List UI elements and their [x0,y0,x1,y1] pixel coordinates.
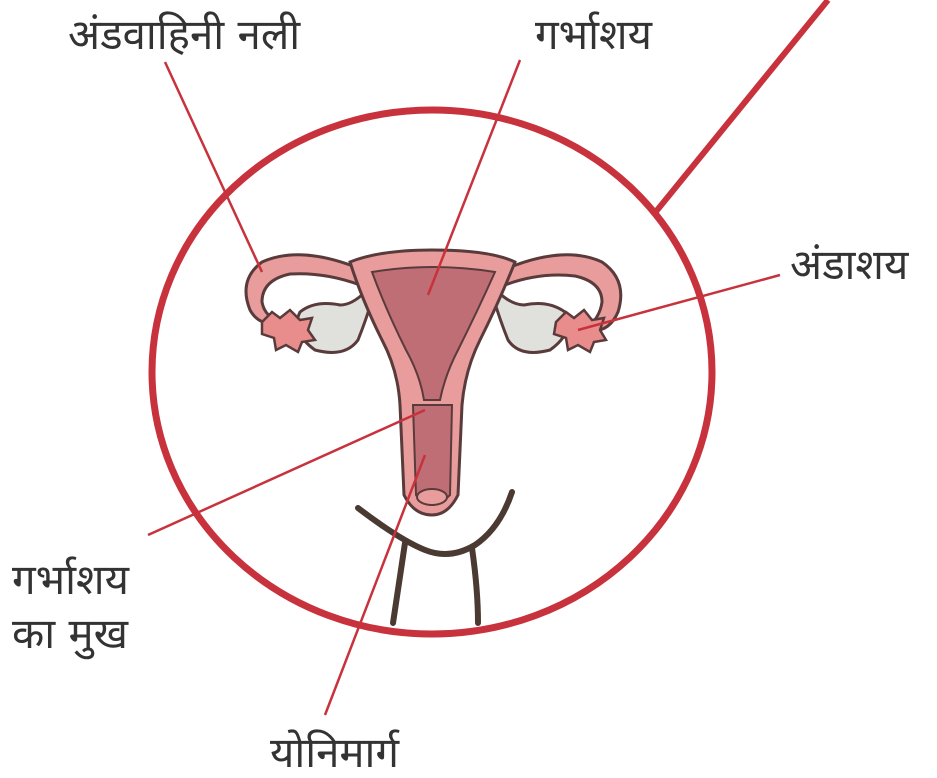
label-cervix-line1: गर्भाशय [12,553,129,607]
cervical-opening [417,489,447,505]
leader-fallopian-tube [165,62,262,272]
leader-cervix [148,410,425,535]
label-cervix: गर्भाशय का मुख [12,553,129,661]
label-uterus: गर्भाशय [535,10,652,60]
label-cervix-line2: का मुख [12,607,129,661]
label-fallopian-tube: अंडवाहिनी नली [68,10,300,60]
leader-vagina [325,455,425,715]
zoom-pointer-line [654,0,828,214]
label-ovary: अंडाशय [790,240,908,290]
vaginal-opening-right-line [472,548,478,623]
label-vagina: योनिमार्ग [270,728,399,778]
vaginal-opening-left-line [393,543,405,623]
